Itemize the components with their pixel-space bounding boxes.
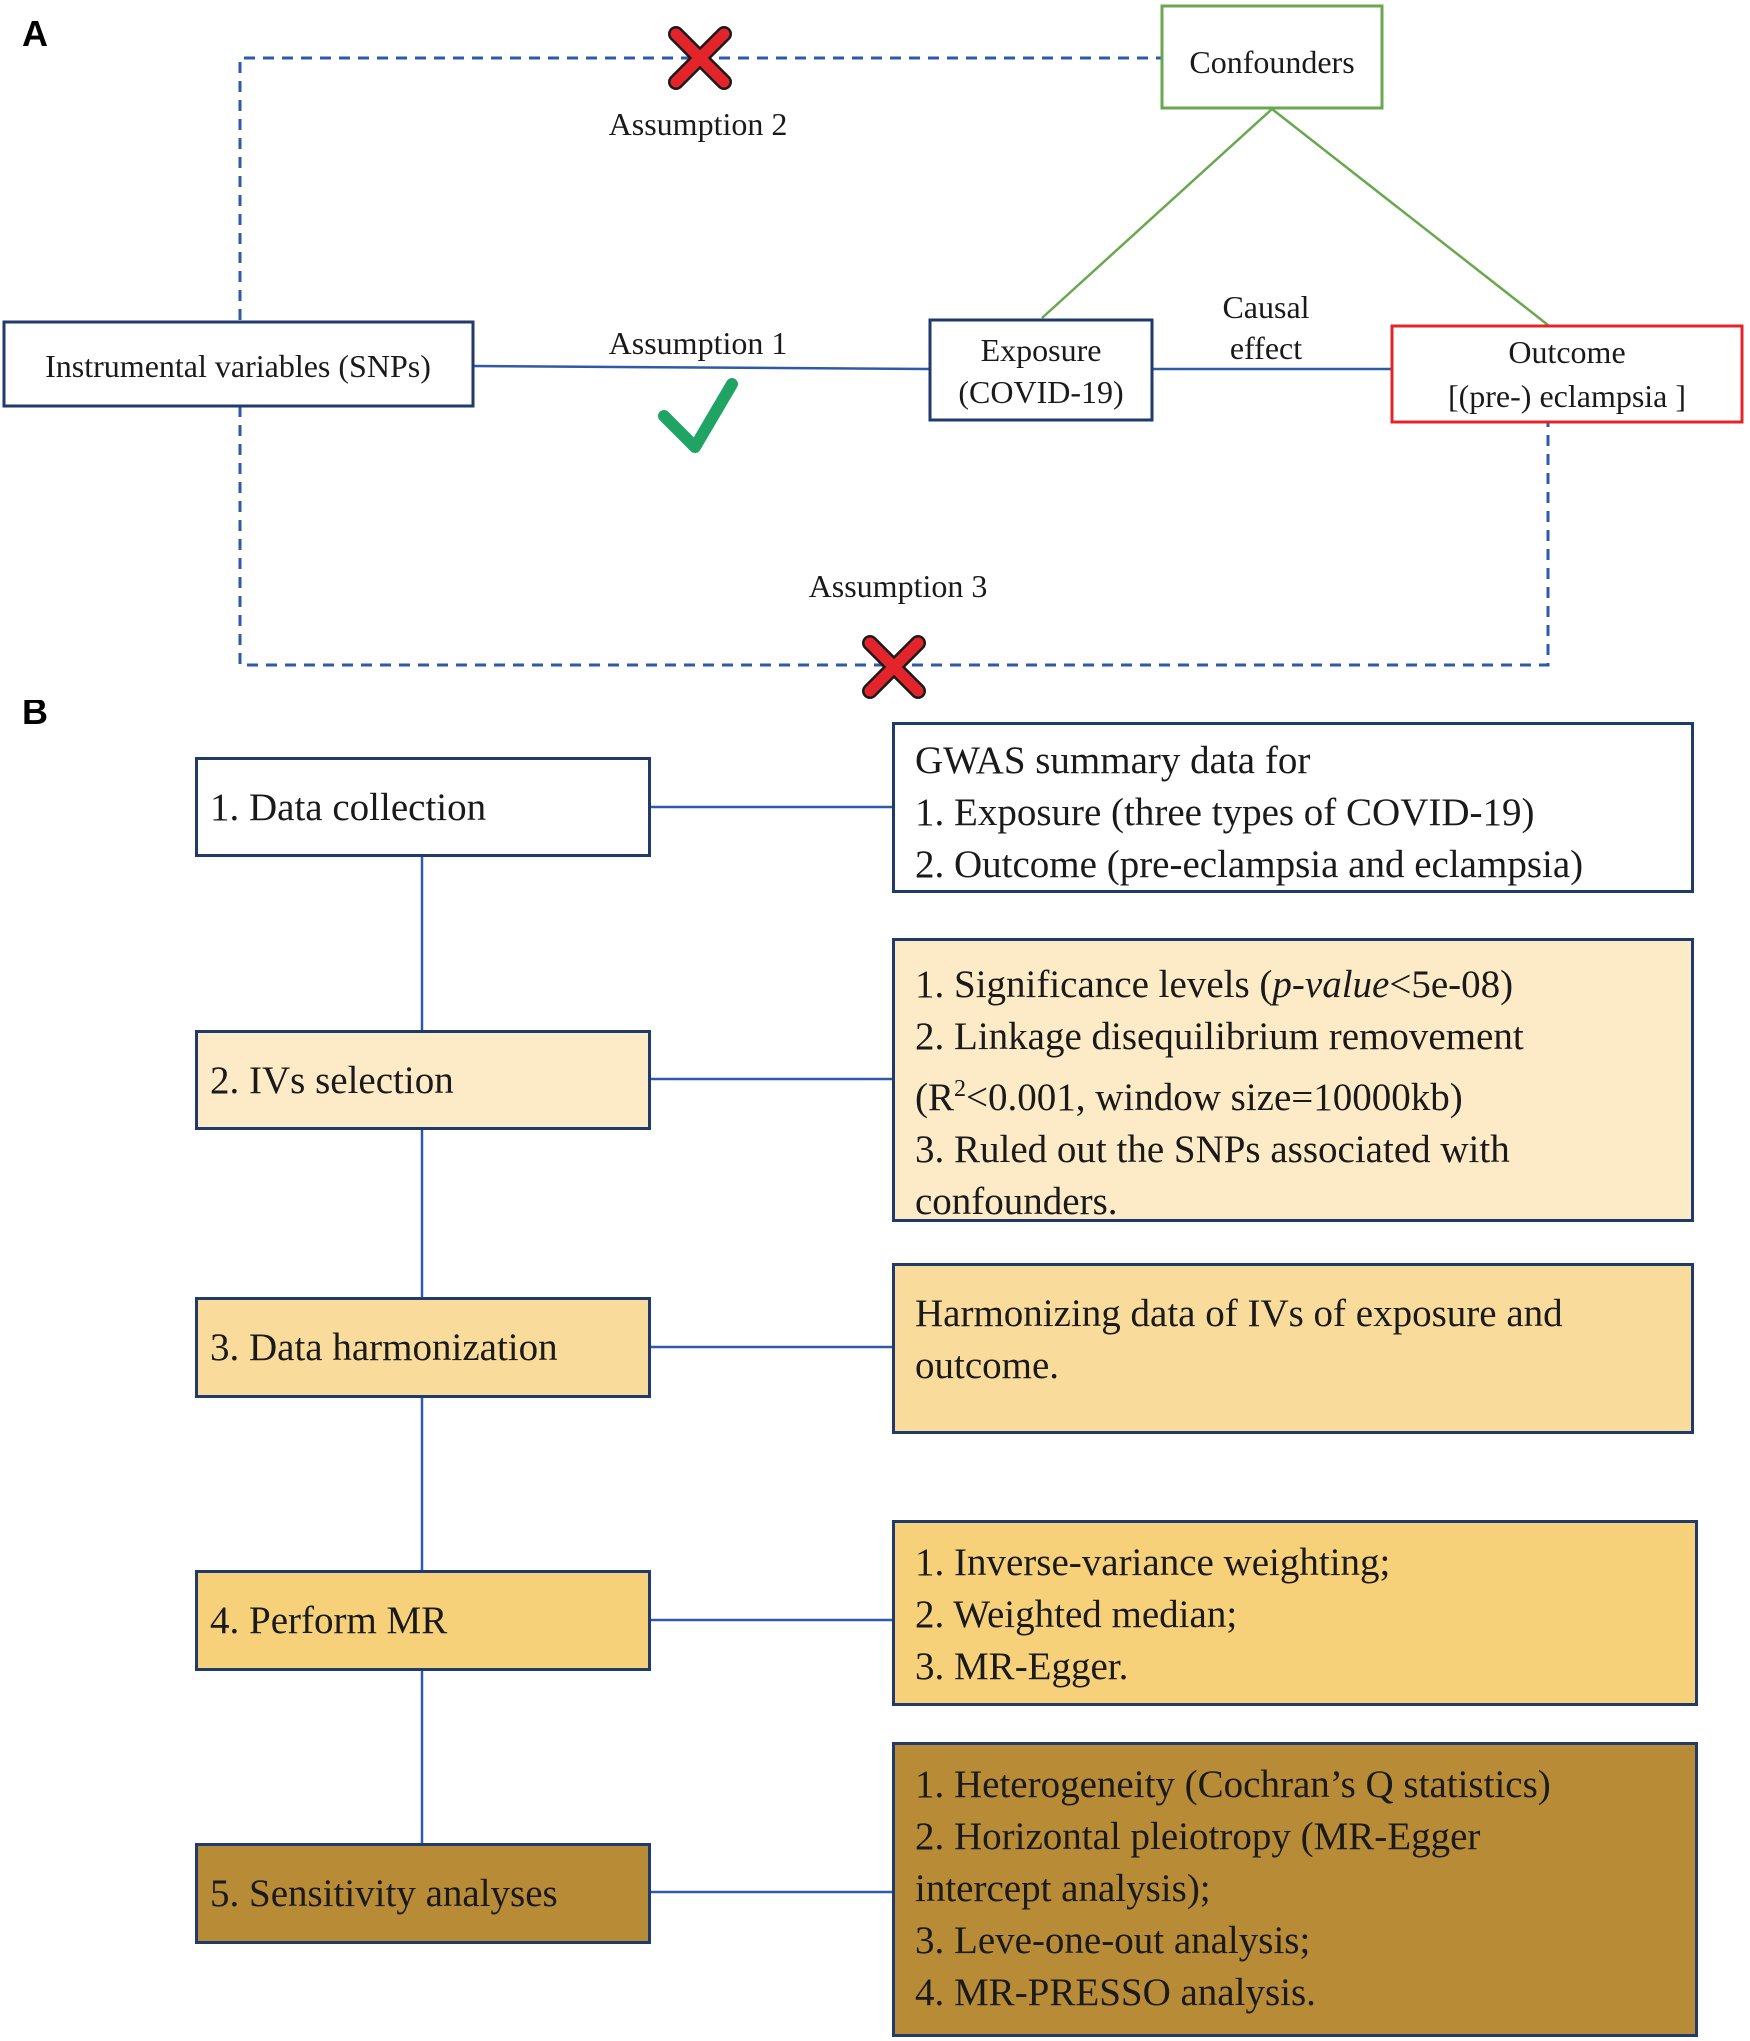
detail-line: 1. Inverse-variance weighting; [915,1541,1391,1584]
detail-line: (R2<0.001, window size=10000kb) [915,1063,1673,1124]
confounder-outcome-line [1271,108,1549,326]
detail-line: 2. Outcome (pre-eclampsia and eclampsia) [915,843,1584,886]
detail-line: 1. Heterogeneity (Cochran’s Q statistics… [915,1763,1551,1806]
detail-line: 4. MR-PRESSO analysis. [915,1971,1316,2014]
instrumental-variables-label: Instrumental variables (SNPs) [45,348,431,384]
step-label: 2. IVs selection [210,1058,454,1102]
detail-line: 3. Leve-one-out analysis; [915,1919,1311,1962]
check-icon [658,378,738,453]
detail-text: <5e-08) [1389,963,1514,1006]
step-box-data-collection: 1. Data collection [195,757,651,857]
confounder-exposure-line [1041,108,1273,319]
assumption-2-dashed-path [238,56,1162,320]
outcome-label-line2: [(pre-) eclampsia ] [1448,378,1686,414]
detail-line: 1. Exposure (three types of COVID-19) [915,791,1535,834]
detail-line: Harmonizing data of IVs of exposure and [915,1292,1563,1335]
assumption-3-label: Assumption 3 [809,568,988,604]
panel-b-letter: B [22,700,48,732]
cross-icon [668,26,732,90]
outcome-label-line1: Outcome [1508,334,1625,370]
detail-line: outcome. [915,1344,1060,1387]
step-label: 3. Data harmonization [210,1326,558,1369]
outcome-node [1390,324,1744,424]
exposure-label-line2: (COVID-19) [958,374,1123,410]
superscript: 2 [954,1076,966,1102]
detail-box-sensitivity-analyses: 1. Heterogeneity (Cochran’s Q statistics… [892,1742,1698,2037]
detail-line: confounders. [915,1180,1118,1223]
detail-line: 2. Linkage disequilibrium removement [915,1015,1524,1058]
detail-line: 2. Weighted median; [915,1593,1238,1636]
cross-icon [862,635,926,699]
detail-box-perform-mr: 1. Inverse-variance weighting; 2. Weight… [892,1520,1698,1706]
detail-text: 1. Significance levels ( [915,963,1273,1006]
panel-a-letter: A [22,13,48,54]
step-box-perform-mr: 4. Perform MR [195,1570,651,1671]
step-box-ivs-selection: 2. IVs selection [195,1030,651,1130]
assumption-2-label: Assumption 2 [609,106,788,142]
step-label: 1. Data collection [210,785,487,829]
detail-line: 3. Ruled out the SNPs associated with [915,1128,1510,1171]
step-label: 5. Sensitivity analyses [210,1872,558,1915]
detail-box-data-harmonization: Harmonizing data of IVs of exposure and … [892,1263,1694,1434]
detail-line: 1. Significance levels (p-value<5e-08) [915,959,1673,1011]
step-box-sensitivity-analyses: 5. Sensitivity analyses [195,1843,651,1944]
panel-a-diagram: A Confounders Instrumental variables (SN… [2,4,1744,699]
causal-effect-label-line1: Causal [1222,289,1309,325]
exposure-node [928,318,1154,422]
detail-line: 2. Horizontal pleiotropy (MR-Egger [915,1815,1481,1858]
detail-text: (R [915,1076,954,1119]
instrument-exposure-line [472,364,931,371]
causal-effect-label-line2: effect [1230,330,1302,366]
confounders-label: Confounders [1189,44,1354,80]
detail-line: intercept analysis); [915,1867,1211,1910]
detail-line: 3. MR-Egger. [915,1645,1129,1688]
detail-box-ivs-selection: 1. Significance levels (p-value<5e-08) 2… [892,938,1694,1223]
detail-box-data-collection: GWAS summary data for 1. Exposure (three… [892,722,1694,893]
step-label: 4. Perform MR [210,1599,448,1642]
assumption-1-label: Assumption 1 [609,325,788,361]
exposure-label-line1: Exposure [981,332,1102,368]
p-value-term: p-value [1272,963,1390,1006]
instrumental-variables-node [2,320,475,408]
confounders-node [1160,4,1384,110]
detail-line: GWAS summary data for [915,739,1311,782]
step-box-data-harmonization: 3. Data harmonization [195,1297,651,1398]
detail-text: <0.001, window size=10000kb) [966,1076,1463,1119]
assumption-3-dashed-path [238,406,1550,667]
